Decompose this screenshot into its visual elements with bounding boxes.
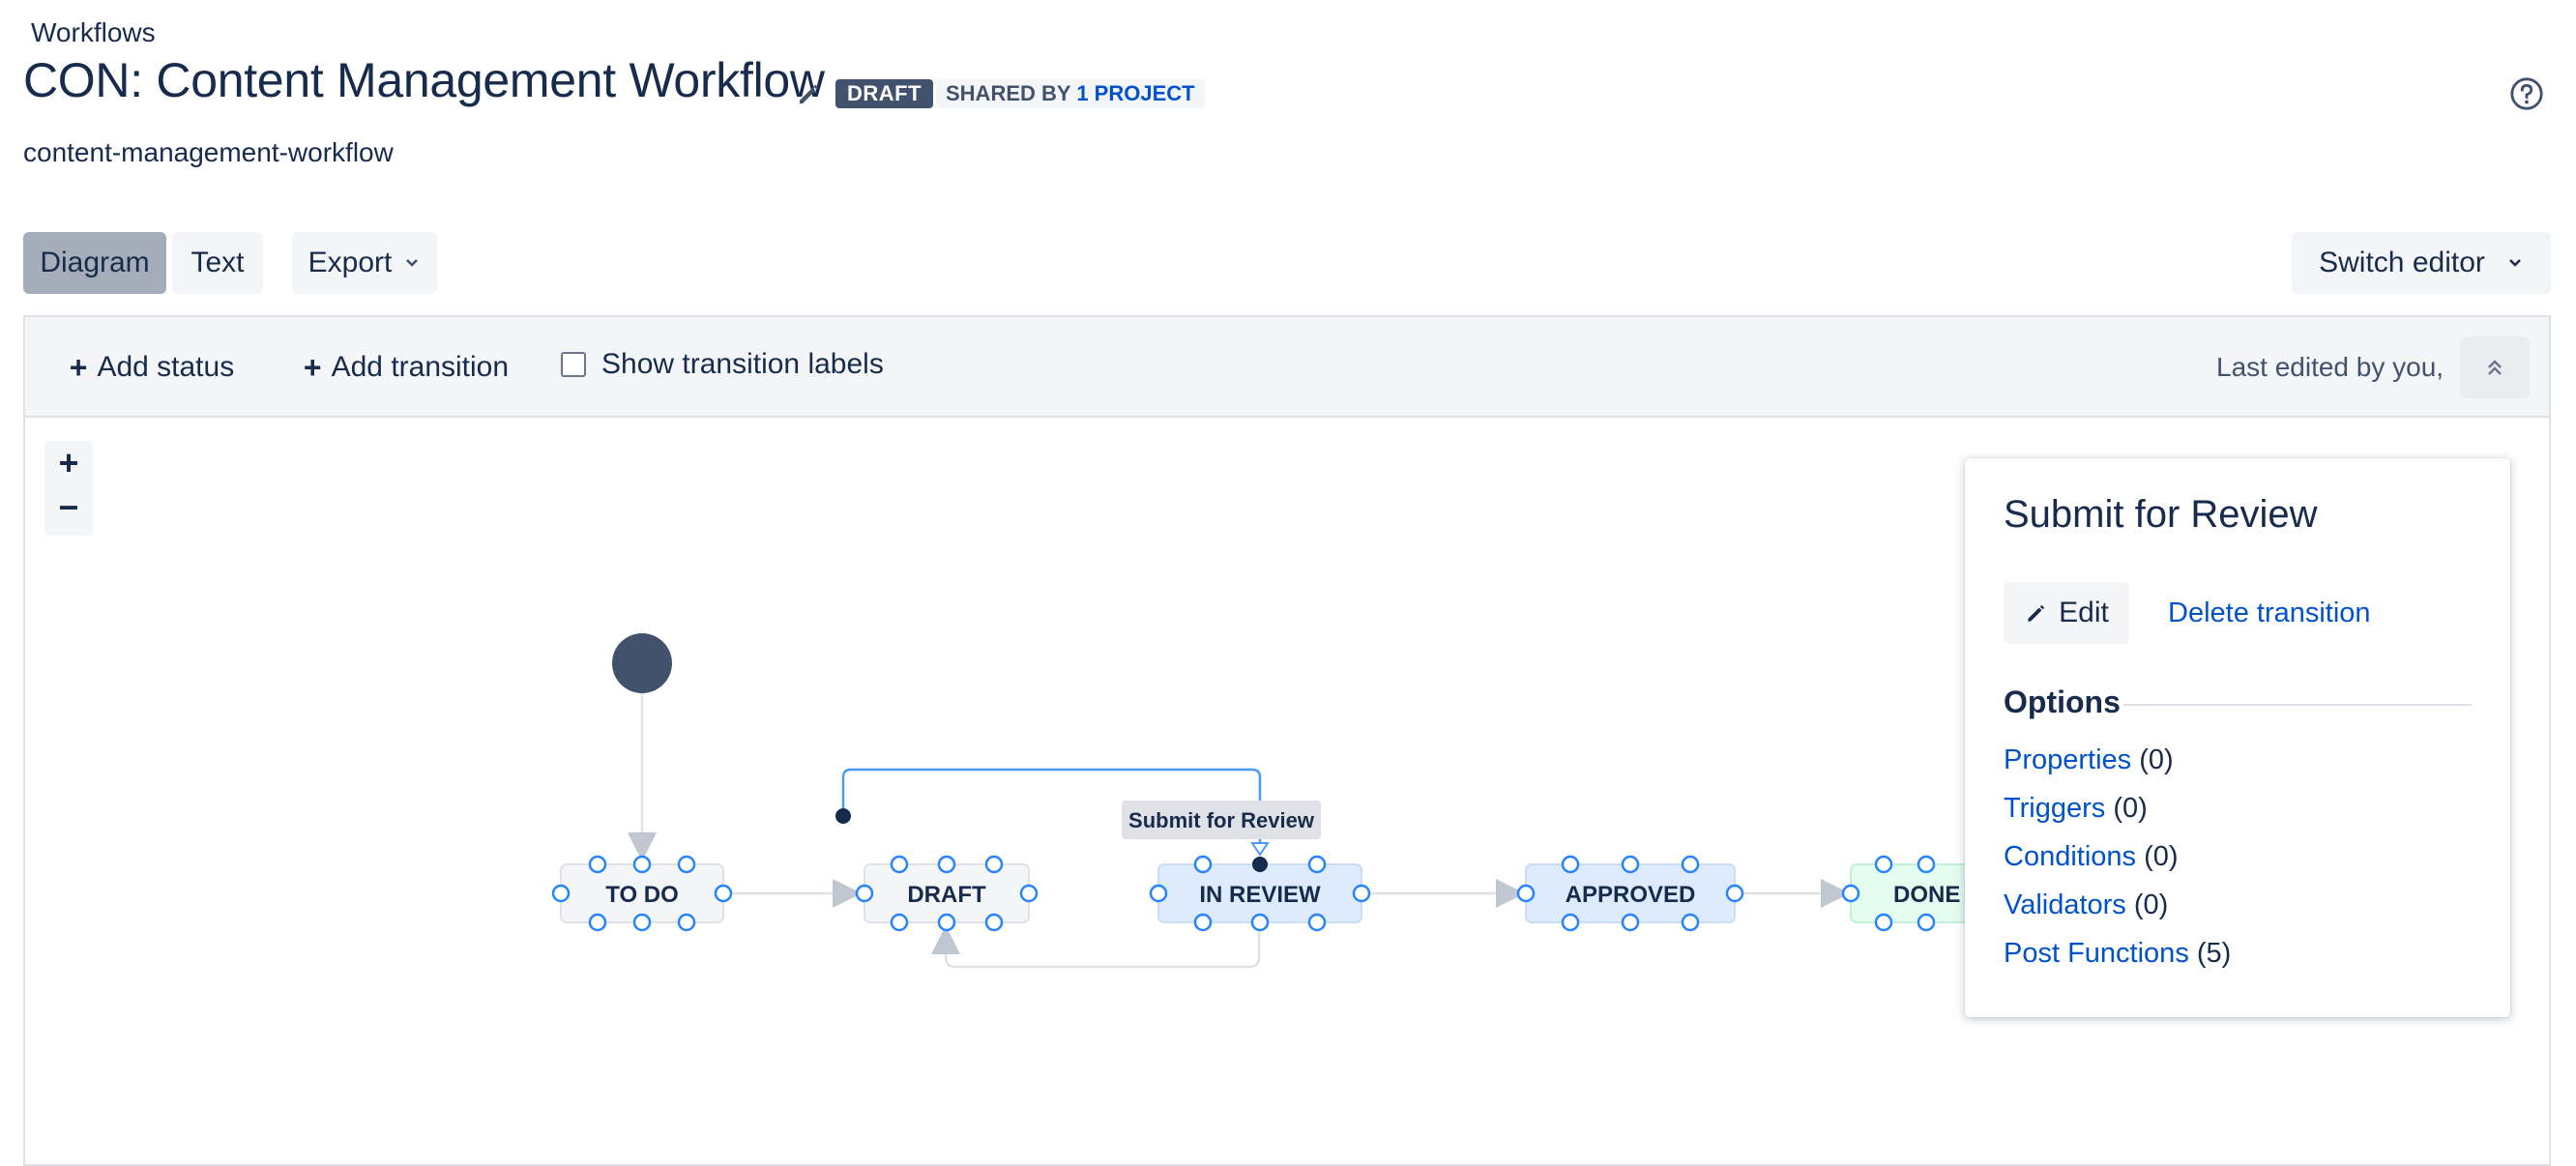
pencil-icon[interactable] bbox=[795, 79, 824, 108]
option-conditions: Conditions (0) bbox=[2004, 841, 2179, 873]
status-node-label: DONE bbox=[1893, 882, 1960, 908]
option-post-functions: Post Functions (5) bbox=[2004, 938, 2231, 970]
workflow-key: content-management-workflow bbox=[23, 137, 394, 167]
switch-editor-button[interactable]: Switch editor bbox=[2292, 232, 2551, 294]
option-count: (0) bbox=[2144, 841, 2179, 872]
shared-project-link[interactable]: 1 PROJECT bbox=[1076, 81, 1195, 105]
zoom-in-button[interactable]: + bbox=[58, 443, 79, 482]
draft-badge: DRAFT bbox=[835, 79, 934, 108]
add-status-label: Add status bbox=[97, 351, 235, 383]
pencil-icon bbox=[2028, 604, 2045, 622]
transition-target-handle[interactable] bbox=[1252, 857, 1268, 872]
shared-badge: SHARED BY 1 PROJECT bbox=[936, 79, 1205, 108]
option-properties-link[interactable]: Properties bbox=[2004, 744, 2132, 775]
show-labels-checkbox[interactable] bbox=[561, 352, 586, 377]
zoom-out-button[interactable]: − bbox=[58, 487, 79, 527]
chevron-down-icon bbox=[2508, 259, 2521, 267]
add-status-button[interactable]: + Add status bbox=[44, 336, 259, 398]
status-node-label: APPROVED bbox=[1566, 882, 1696, 908]
editor-toolbar bbox=[23, 315, 2551, 418]
delete-transition-link[interactable]: Delete transition bbox=[2168, 598, 2371, 628]
export-label: Export bbox=[307, 247, 393, 278]
option-count: (0) bbox=[2113, 793, 2148, 824]
zoom-controls: + − bbox=[44, 441, 93, 536]
tab-diagram-label: Diagram bbox=[40, 247, 150, 278]
status-node-todo[interactable]: TO DO bbox=[560, 863, 724, 923]
option-triggers: Triggers (0) bbox=[2004, 793, 2148, 825]
transition-source-handle[interactable] bbox=[835, 808, 851, 824]
options-divider bbox=[2123, 704, 2472, 706]
add-transition-label: Add transition bbox=[331, 351, 510, 383]
transition-title: Submit for Review bbox=[2004, 493, 2318, 536]
transition-label-tag[interactable]: Submit for Review bbox=[1122, 801, 1321, 839]
transition-review-draft[interactable] bbox=[931, 924, 1261, 969]
show-labels-text: Show transition labels bbox=[601, 348, 884, 380]
chevron-down-icon bbox=[406, 259, 419, 267]
transition-submit-for-review[interactable] bbox=[835, 768, 1270, 872]
option-count: (0) bbox=[2139, 744, 2174, 775]
status-node-label: DRAFT bbox=[907, 882, 986, 908]
tab-text[interactable]: Text bbox=[172, 232, 263, 294]
tab-diagram[interactable]: Diagram bbox=[23, 232, 166, 294]
option-validators-link[interactable]: Validators bbox=[2004, 889, 2126, 920]
transition-label-text: Submit for Review bbox=[1128, 808, 1315, 832]
status-node-draft[interactable]: DRAFT bbox=[864, 863, 1030, 923]
double-chevron-up-icon bbox=[2488, 360, 2502, 375]
option-conditions-link[interactable]: Conditions bbox=[2004, 841, 2137, 872]
option-count: (0) bbox=[2133, 889, 2169, 920]
export-button[interactable]: Export bbox=[292, 232, 437, 294]
add-transition-button[interactable]: + Add transition bbox=[278, 336, 534, 398]
option-count: (5) bbox=[2196, 938, 2232, 969]
page-title: CON: Content Management Workflow bbox=[23, 53, 825, 107]
option-post-functions-link[interactable]: Post Functions bbox=[2004, 938, 2189, 969]
status-node-label: TO DO bbox=[605, 882, 679, 908]
connection-handles[interactable] bbox=[551, 855, 1936, 932]
shared-label: SHARED BY bbox=[946, 81, 1071, 105]
plus-icon: + bbox=[69, 349, 88, 385]
switch-editor-label: Switch editor bbox=[2319, 247, 2485, 278]
start-node[interactable] bbox=[612, 633, 672, 693]
edit-transition-button[interactable]: Edit bbox=[2004, 582, 2129, 644]
option-triggers-link[interactable]: Triggers bbox=[2004, 793, 2106, 824]
status-node-approved[interactable]: APPROVED bbox=[1525, 863, 1736, 923]
option-properties: Properties (0) bbox=[2004, 744, 2174, 776]
options-heading: Options bbox=[2004, 685, 2121, 719]
tab-text-label: Text bbox=[190, 247, 245, 278]
collapse-toolbar-button[interactable] bbox=[2460, 336, 2530, 398]
option-validators: Validators (0) bbox=[2004, 889, 2168, 921]
transition-lines bbox=[628, 685, 1850, 969]
question-circle-icon[interactable] bbox=[2508, 75, 2545, 112]
show-transition-labels-toggle[interactable]: Show transition labels bbox=[561, 348, 884, 381]
breadcrumb[interactable]: Workflows bbox=[31, 17, 156, 47]
transition-detail-panel bbox=[1965, 458, 2510, 1017]
edit-label: Edit bbox=[2059, 597, 2109, 628]
last-edited-text: Last edited by you, bbox=[2216, 352, 2444, 382]
plus-icon: + bbox=[303, 349, 322, 385]
status-node-label: IN REVIEW bbox=[1199, 882, 1321, 908]
